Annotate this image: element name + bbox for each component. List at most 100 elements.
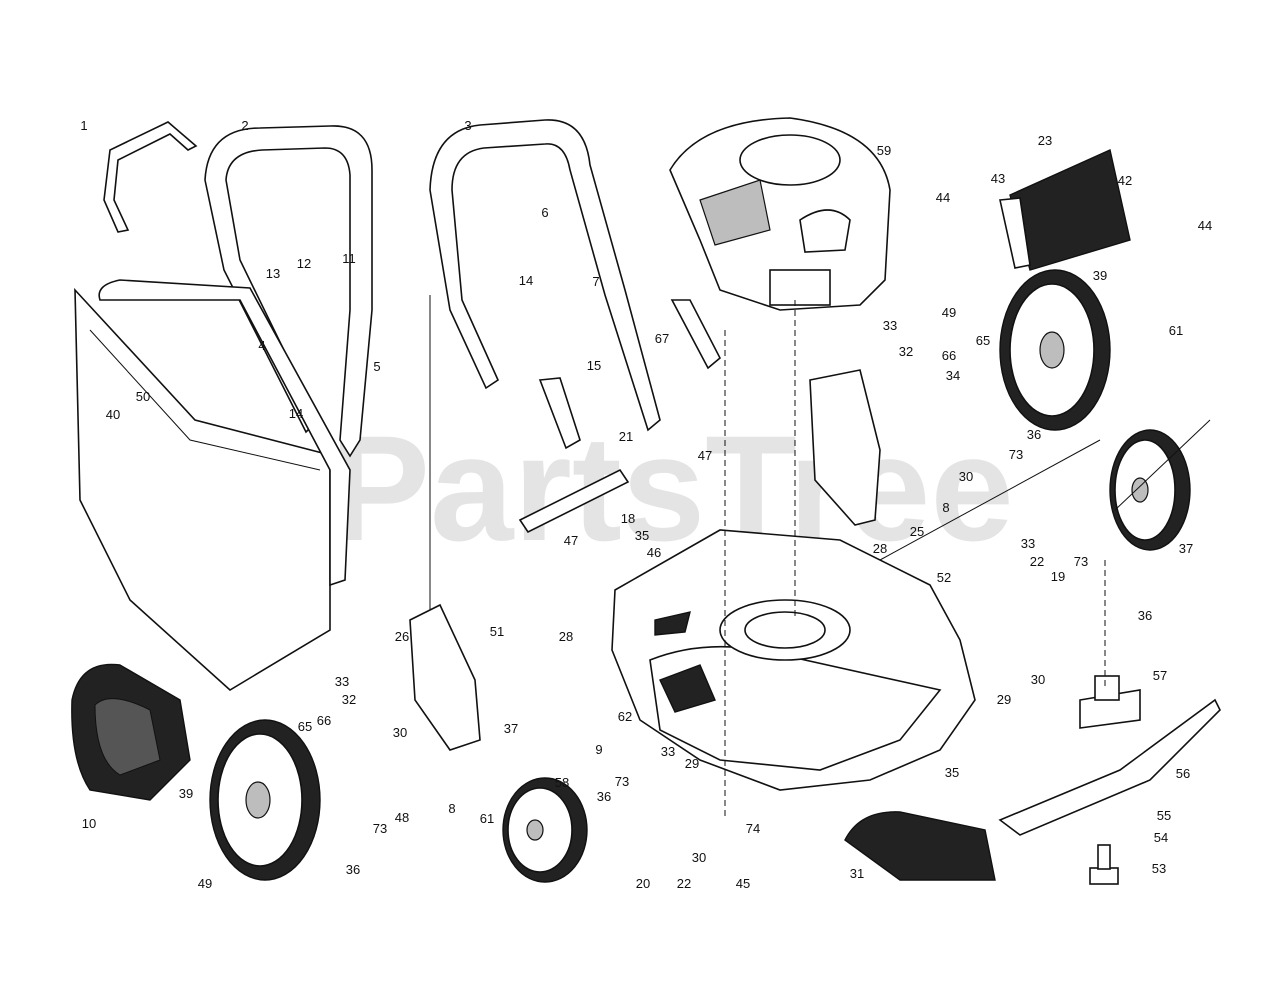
callout-c51: 51 <box>490 624 504 639</box>
blade-bolt-53 <box>1089 844 1119 885</box>
rear-deflector-23 <box>999 149 1131 271</box>
callout-c73c: 73 <box>615 774 629 789</box>
callout-c4: 4 <box>258 338 265 353</box>
engine-59 <box>669 117 891 311</box>
mower-deck-52 <box>611 529 976 791</box>
callout-c8b: 8 <box>448 801 455 816</box>
callout-c73d: 73 <box>373 821 387 836</box>
callout-c36c: 36 <box>346 862 360 877</box>
upper-handle-3 <box>429 119 722 450</box>
callout-c45: 45 <box>736 876 750 891</box>
callout-c33c: 33 <box>335 674 349 689</box>
callout-c31: 31 <box>850 866 864 881</box>
callout-c36a: 36 <box>1027 427 1041 442</box>
axle-rod-21 <box>518 468 630 534</box>
callout-c36d: 36 <box>597 789 611 804</box>
callout-c22a: 22 <box>1030 554 1044 569</box>
callout-c44a: 44 <box>936 190 950 205</box>
callout-c9: 9 <box>595 742 602 757</box>
callout-c5: 5 <box>373 359 380 374</box>
front-wheel-37-left <box>502 777 588 883</box>
callout-c47b: 47 <box>564 533 578 548</box>
callout-c66b: 66 <box>317 713 331 728</box>
callout-c29a: 29 <box>997 692 1011 707</box>
callout-c13: 13 <box>266 266 280 281</box>
callout-c54: 54 <box>1154 830 1168 845</box>
callout-c39a: 39 <box>1093 268 1107 283</box>
callout-c42: 42 <box>1118 173 1132 188</box>
callout-c33a: 33 <box>883 318 897 333</box>
callout-c2: 2 <box>241 118 248 133</box>
callout-c28a: 28 <box>873 541 887 556</box>
callout-c46: 46 <box>647 545 661 560</box>
callout-c48: 48 <box>395 810 409 825</box>
callout-c61a: 61 <box>1169 323 1183 338</box>
callout-c47a: 47 <box>698 448 712 463</box>
callout-c18: 18 <box>621 511 635 526</box>
callout-c36b: 36 <box>1138 608 1152 623</box>
callout-c25: 25 <box>910 524 924 539</box>
callout-c37a: 37 <box>1179 541 1193 556</box>
callout-c30c: 30 <box>393 725 407 740</box>
callout-c26: 26 <box>395 629 409 644</box>
callout-c35a: 35 <box>635 528 649 543</box>
callout-c11: 11 <box>342 251 356 266</box>
callout-c21: 21 <box>619 429 633 444</box>
callout-c19: 19 <box>1051 569 1065 584</box>
callout-c37b: 37 <box>504 721 518 736</box>
callout-c15: 15 <box>587 358 601 373</box>
callout-c23: 23 <box>1038 133 1052 148</box>
callout-c30b: 30 <box>1031 672 1045 687</box>
callout-c14b: 14 <box>289 406 303 421</box>
callout-c74: 74 <box>746 821 760 836</box>
callout-c8a: 8 <box>942 500 949 515</box>
callout-c32a: 32 <box>899 344 913 359</box>
callout-c33b: 33 <box>1021 536 1035 551</box>
callout-c56: 56 <box>1176 766 1190 781</box>
side-deflector-31 <box>844 811 996 881</box>
callout-c55: 55 <box>1157 808 1171 823</box>
callout-c12: 12 <box>297 256 311 271</box>
callout-c10: 10 <box>82 816 96 831</box>
callout-c29b: 29 <box>685 756 699 771</box>
callout-c22b: 22 <box>677 876 691 891</box>
callout-c28b: 28 <box>559 629 573 644</box>
partstree-watermark: PartsTree <box>330 404 1014 572</box>
callout-c50: 50 <box>136 389 150 404</box>
callout-c3: 3 <box>464 118 471 133</box>
callout-c73a: 73 <box>1009 447 1023 462</box>
grass-bag-40 <box>74 279 351 691</box>
rear-wheel-49-left <box>209 719 321 881</box>
callout-c58: 58 <box>555 775 569 790</box>
callout-c7: 7 <box>592 274 599 289</box>
callout-c39b: 39 <box>179 786 193 801</box>
callout-c65b: 65 <box>298 719 312 734</box>
callout-c57: 57 <box>1153 668 1167 683</box>
callout-c43: 43 <box>991 171 1005 186</box>
callout-c44b: 44 <box>1198 218 1212 233</box>
callout-c66a: 66 <box>942 348 956 363</box>
callout-c35b: 35 <box>945 765 959 780</box>
callout-c49a: 49 <box>942 305 956 320</box>
callout-c32b: 32 <box>342 692 356 707</box>
assembly-lines <box>429 295 1211 820</box>
upper-handle-bail-1 <box>103 121 198 233</box>
callout-c1: 1 <box>80 118 87 133</box>
bag-cover-10 <box>71 663 191 801</box>
callout-c61b: 61 <box>480 811 494 826</box>
blade-adapter-57 <box>1079 675 1141 729</box>
callout-c52: 52 <box>937 570 951 585</box>
callout-c20: 20 <box>636 876 650 891</box>
callout-c14a: 14 <box>519 273 533 288</box>
callout-c49b: 49 <box>198 876 212 891</box>
callout-c65a: 65 <box>976 333 990 348</box>
height-bracket-25 <box>809 369 881 526</box>
callout-c6: 6 <box>541 205 548 220</box>
callout-c53: 53 <box>1152 861 1166 876</box>
callout-c67: 67 <box>655 331 669 346</box>
callout-c33d: 33 <box>661 744 675 759</box>
callout-c62: 62 <box>618 709 632 724</box>
front-wheel-37-right <box>1109 429 1191 551</box>
